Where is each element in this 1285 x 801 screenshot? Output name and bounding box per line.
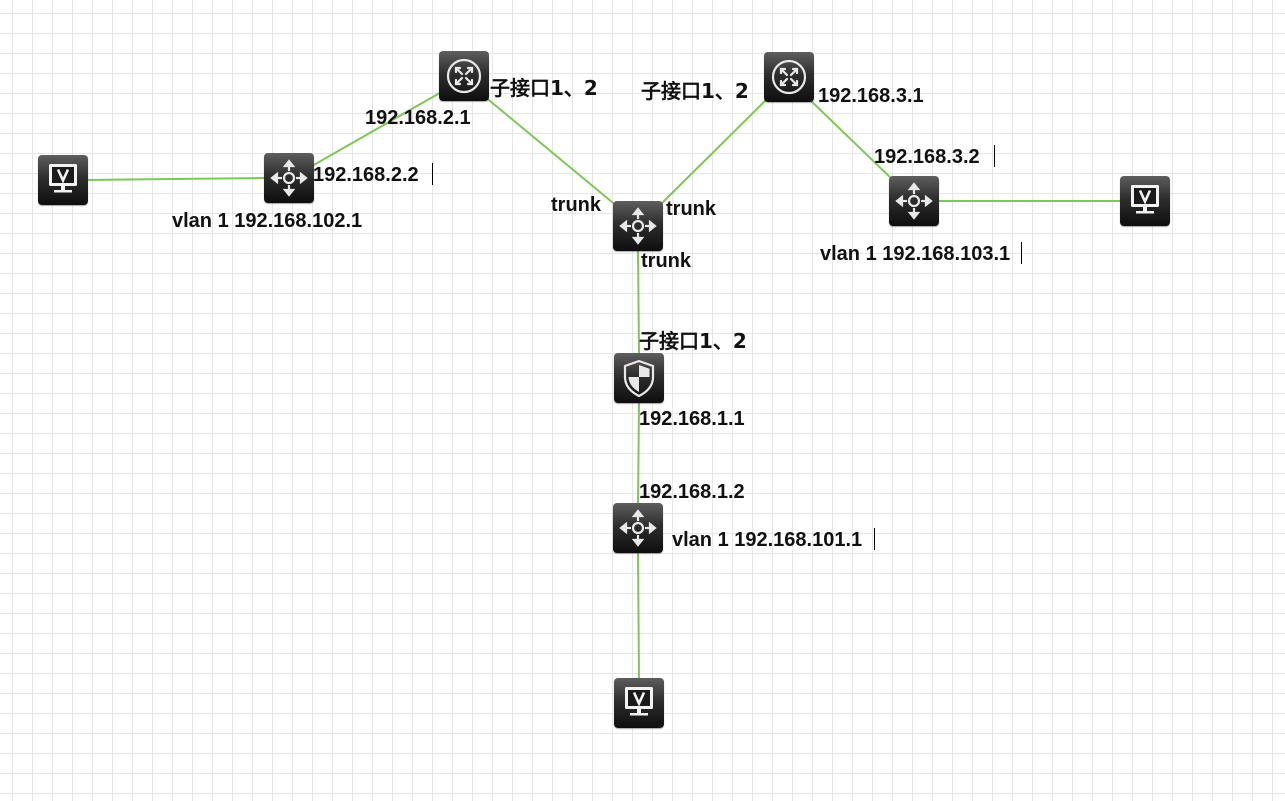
link-pc-left-switch-left[interactable] bbox=[86, 177, 266, 181]
link-router-2-switch-right[interactable] bbox=[807, 97, 896, 183]
switch-bottom-vlan-label: vlan 1 192.168.101.1 bbox=[672, 529, 863, 551]
link-switch-bottom-pc-bottom[interactable] bbox=[637, 552, 640, 681]
link-router-1-core-switch[interactable] bbox=[483, 95, 619, 208]
shield-icon bbox=[623, 359, 655, 398]
switch-icon bbox=[270, 159, 308, 197]
monitor-icon bbox=[1131, 185, 1159, 214]
router-1-ip-label: 192.168.2.1 bbox=[365, 107, 471, 129]
core-trunk-right-label: trunk bbox=[666, 198, 716, 220]
switch-left-ip-label: 192.168.2.2 bbox=[313, 164, 419, 186]
firewall[interactable] bbox=[614, 353, 664, 403]
monitor-icon bbox=[625, 687, 653, 716]
switch-right-vlan-label: vlan 1 192.168.103.1 bbox=[820, 243, 1011, 265]
router-1[interactable] bbox=[439, 51, 489, 101]
core-trunk-left-label: trunk bbox=[551, 194, 601, 216]
switch-icon bbox=[619, 509, 657, 547]
firewall-subinterface-label: 子接口1、2 bbox=[639, 329, 747, 353]
text-caret bbox=[1021, 242, 1022, 264]
router-2-subinterface-label: 子接口1、2 bbox=[641, 79, 749, 103]
link-firewall-switch-bottom[interactable] bbox=[637, 401, 640, 506]
text-caret bbox=[994, 145, 995, 167]
switch-right[interactable] bbox=[889, 176, 939, 226]
switch-left[interactable] bbox=[264, 153, 314, 203]
router-2-ip-label: 192.168.3.1 bbox=[818, 85, 924, 107]
pc-bottom[interactable] bbox=[614, 678, 664, 728]
router-1-subinterface-label: 子接口1、2 bbox=[490, 76, 598, 100]
link-core-switch-firewall[interactable] bbox=[637, 249, 640, 356]
router-icon bbox=[771, 59, 807, 95]
switch-bottom-ip-label: 192.168.1.2 bbox=[639, 481, 745, 503]
router-icon bbox=[446, 58, 482, 94]
monitor-icon bbox=[49, 164, 77, 193]
pc-right[interactable] bbox=[1120, 176, 1170, 226]
switch-left-vlan-label: vlan 1 192.168.102.1 bbox=[172, 210, 363, 232]
router-2[interactable] bbox=[764, 52, 814, 102]
switch-bottom[interactable] bbox=[613, 503, 663, 553]
firewall-ip-label: 192.168.1.1 bbox=[639, 408, 745, 430]
pc-left[interactable] bbox=[38, 155, 88, 205]
switch-right-ip-label: 192.168.3.2 bbox=[874, 146, 980, 168]
text-caret bbox=[432, 163, 433, 185]
link-router-2-core-switch[interactable] bbox=[657, 95, 771, 208]
text-caret bbox=[874, 528, 875, 550]
link-switch-left-router-1[interactable] bbox=[311, 89, 446, 167]
core-trunk-bottom-label: trunk bbox=[641, 250, 691, 272]
switch-icon bbox=[619, 207, 657, 245]
core-switch[interactable] bbox=[613, 201, 663, 251]
switch-icon bbox=[895, 182, 933, 220]
